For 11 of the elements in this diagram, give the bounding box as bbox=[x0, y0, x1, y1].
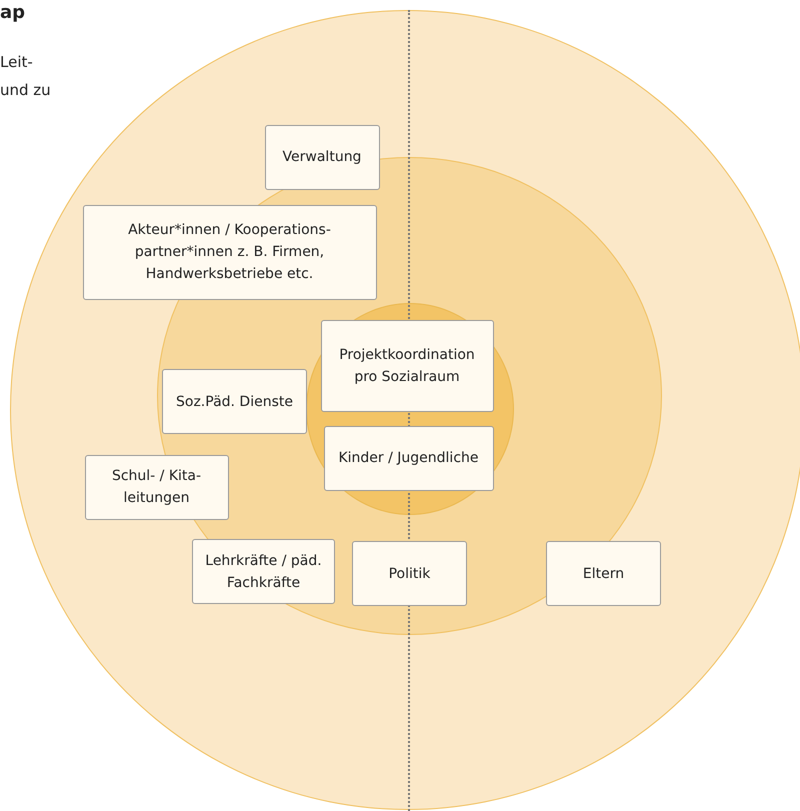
stakeholder-box: Soz.Päd. Dienste bbox=[162, 369, 307, 434]
heading: ap bbox=[0, 2, 26, 23]
stakeholder-box: Lehrkräfte / päd. Fachkräfte bbox=[192, 539, 335, 604]
stakeholder-box: Projektkoordination pro Sozialraum bbox=[320, 320, 494, 412]
stakeholder-box: Politik bbox=[352, 541, 467, 606]
stakeholder-box: Akteur*innen / Kooperations-partner*innen z. B. Firmen, Handwerksbetriebe etc. bbox=[82, 204, 376, 300]
stakeholder-box: Kinder / Jugendliche bbox=[324, 426, 494, 490]
stakeholder-box: Verwaltung bbox=[264, 124, 380, 190]
stakeholder-box: Schul- / Kita-leitungen bbox=[84, 454, 228, 520]
text-fragment: Leit- und zu bbox=[0, 52, 52, 101]
stakeholder-box: Eltern bbox=[546, 541, 661, 606]
